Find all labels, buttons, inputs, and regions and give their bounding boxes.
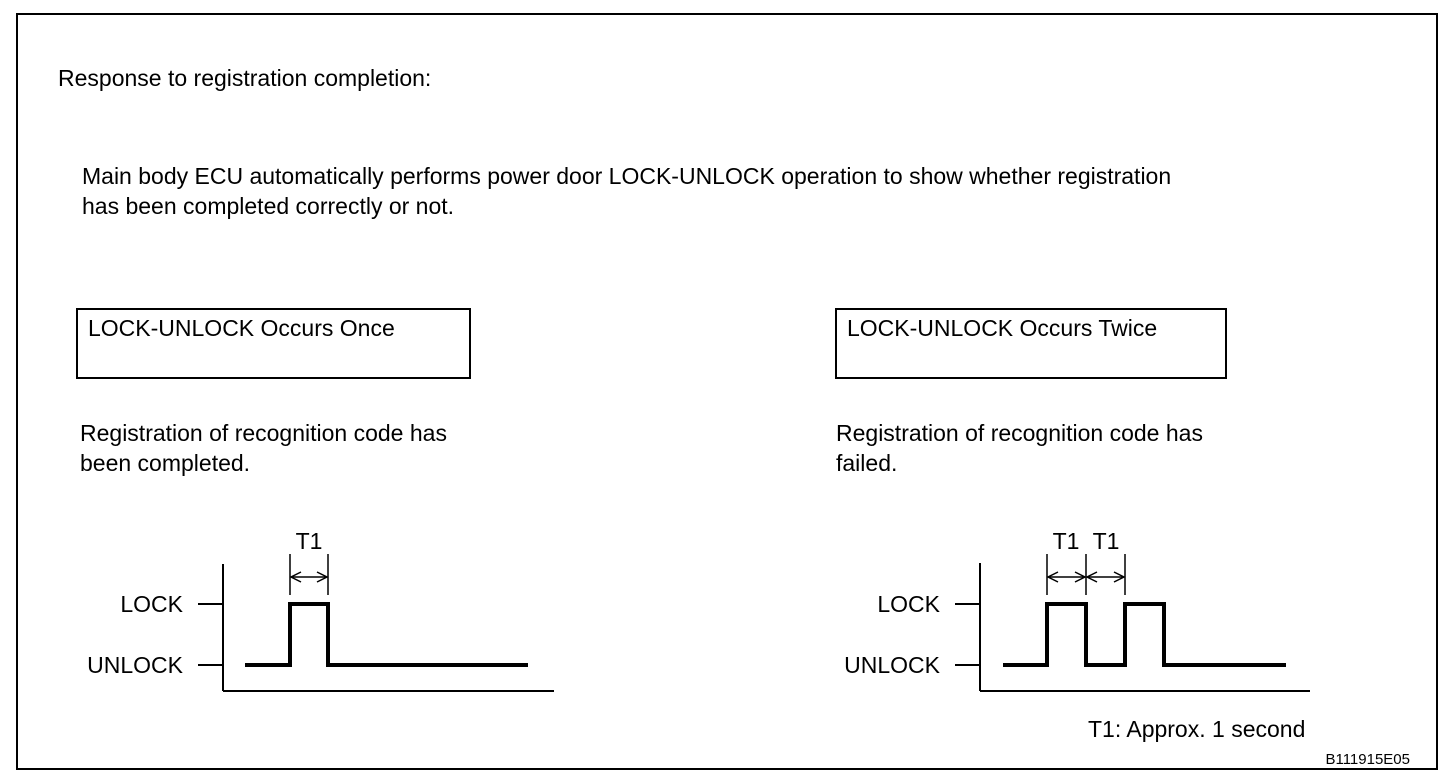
right-t1-label-2: T1 [1093, 528, 1120, 554]
lock-unlock-once-label: LOCK-UNLOCK Occurs Once [88, 315, 395, 341]
description-paragraph: Main body ECU automatically performs pow… [82, 161, 1171, 221]
result-text-failed: Registration of recognition code has fai… [836, 418, 1203, 478]
t1-duration-note: T1: Approx. 1 second [1088, 716, 1306, 742]
left-unlock-label: UNLOCK [87, 652, 184, 678]
page-title: Response to registration completion: [58, 65, 432, 91]
lock-unlock-once-box: LOCK-UNLOCK Occurs Once [76, 308, 471, 379]
right-lock-label: LOCK [877, 591, 940, 617]
right-unlock-label: UNLOCK [844, 652, 941, 678]
lock-unlock-twice-box: LOCK-UNLOCK Occurs Twice [835, 308, 1227, 379]
result-text-completed: Registration of recognition code has bee… [80, 418, 447, 478]
description-line-1: Main body ECU automatically performs pow… [82, 163, 1172, 189]
left-t1-label: T1 [296, 528, 323, 554]
right-t1-label-1: T1 [1053, 528, 1080, 554]
lock-unlock-twice-label: LOCK-UNLOCK Occurs Twice [847, 315, 1158, 341]
left-lock-label: LOCK [120, 591, 183, 617]
result-failed-line-2: failed. [836, 450, 898, 476]
left-arrowhead-left-icon [289, 571, 302, 583]
left-arrowhead-right-icon [316, 571, 329, 583]
waveform-double-pulse: LOCK UNLOCK T1 T1 [844, 528, 1310, 692]
result-completed-line-2: been completed. [80, 450, 251, 476]
left-pulse-waveform [245, 602, 528, 667]
right-arrowhead-1-left-icon [1046, 571, 1059, 583]
waveform-single-pulse: LOCK UNLOCK T1 [87, 528, 554, 692]
right-arrowhead-2-right-icon [1113, 571, 1126, 583]
right-pulse-waveform [1003, 602, 1286, 667]
right-arrowhead-2-left-icon [1085, 571, 1098, 583]
result-failed-line-1: Registration of recognition code has [836, 420, 1203, 446]
right-arrowhead-1-right-icon [1074, 571, 1087, 583]
result-completed-line-1: Registration of recognition code has [80, 420, 447, 446]
diagram-border-frame: Response to registration completion: Mai… [16, 13, 1438, 770]
description-line-2: has been completed correctly or not. [82, 193, 455, 219]
figure-reference-code: B111915E05 [1325, 751, 1410, 768]
